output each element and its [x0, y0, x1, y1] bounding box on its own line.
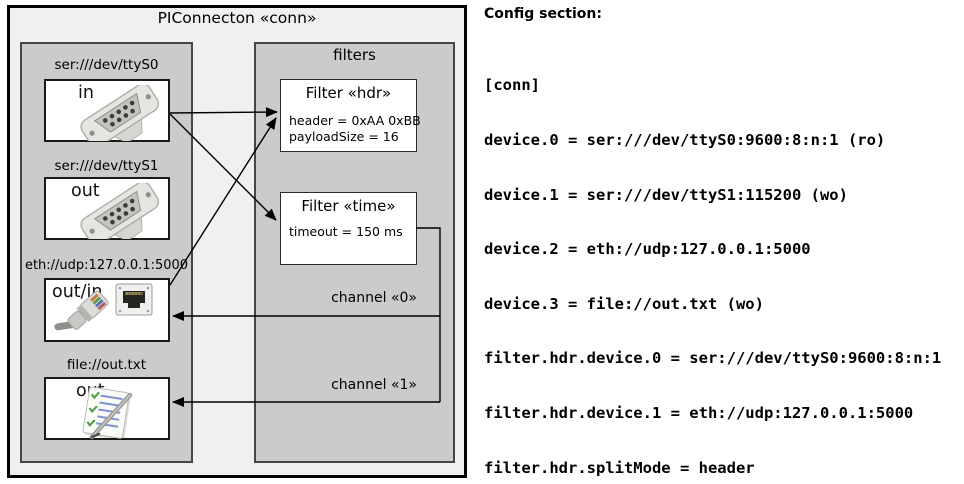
filter-time-attr-timeout: timeout = 150 ms: [289, 224, 403, 239]
device-label-file: file://out.txt: [66, 357, 147, 373]
device-box-ttys1: out: [44, 177, 170, 240]
device-box-file: out: [44, 377, 170, 441]
config-section-heading: Config section:: [484, 6, 602, 22]
config-line: filter.hdr.device.0 = ser:///dev/ttyS0:9…: [484, 349, 942, 368]
config-line: [conn]: [484, 76, 540, 95]
notepad-icon: [82, 387, 133, 441]
device-label-eth: eth://udp:127.0.0.1:5000: [24, 258, 189, 273]
filter-time-box: Filter «time» timeout = 150 ms: [280, 192, 417, 265]
device-direction: in: [78, 83, 94, 103]
config-text: [conn] device.0 = ser:///dev/ttyS0:9600:…: [484, 40, 951, 484]
config-line: device.3 = file://out.txt (wo): [484, 294, 764, 313]
device-box-ttys0: in: [44, 79, 170, 142]
filter-hdr-box: Filter «hdr» header = 0xAA 0xBB payloadS…: [280, 79, 421, 152]
serial-connector-icon: [80, 183, 160, 239]
config-line: filter.hdr.device.1 = eth://udp:127.0.0.…: [484, 403, 914, 422]
config-line: device.1 = ser:///dev/ttyS1:115200 (wo): [484, 185, 848, 204]
ethernet-socket-icon: [115, 283, 153, 316]
device-direction: out: [71, 181, 100, 201]
ethernet-cable-icon: [54, 290, 109, 331]
channel-1-label: channel «1»: [331, 377, 417, 393]
filter-time-title: Filter «time»: [301, 197, 396, 215]
config-line: device.0 = ser:///dev/ttyS0:9600:8:n:1 (…: [484, 131, 886, 149]
config-line: device.2 = eth://udp:127.0.0.1:5000: [484, 240, 811, 259]
filter-hdr-attr-header: header = 0xAA 0xBB: [289, 113, 421, 128]
filter-hdr-attr-payloadsize: payloadSize = 16: [289, 129, 399, 144]
filter-hdr-title: Filter «hdr»: [305, 84, 392, 102]
device-label-ttys0: ser:///dev/ttyS0: [54, 57, 159, 73]
device-box-eth: out/in: [44, 278, 170, 342]
filters-panel-title: filters: [333, 46, 376, 64]
config-line: filter.hdr.splitMode = header: [484, 458, 755, 477]
device-label-ttys1: ser:///dev/ttyS1: [54, 158, 159, 174]
channel-0-label: channel «0»: [331, 290, 417, 306]
diagram-title: PIConnecton «conn»: [157, 9, 317, 27]
ethernet-connector-icon: [54, 283, 153, 331]
serial-connector-icon: [80, 85, 160, 141]
